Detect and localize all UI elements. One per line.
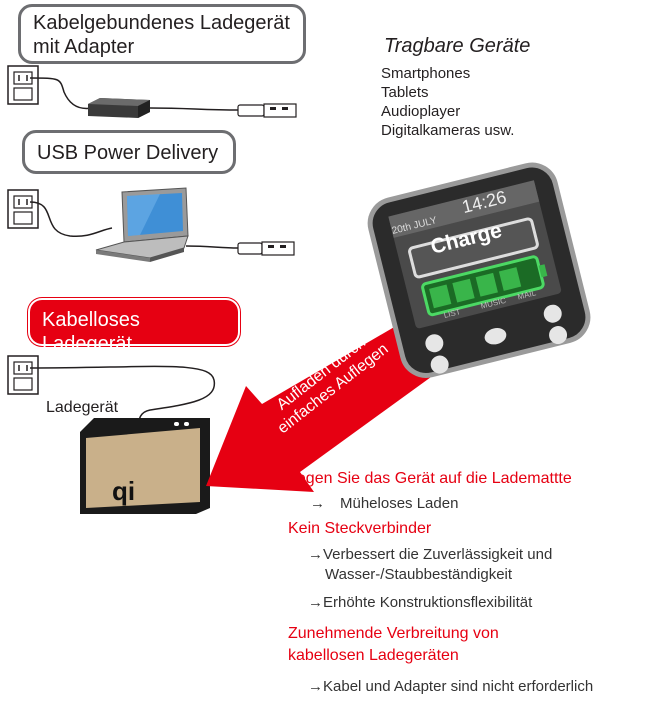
wired-title-line2: mit Adapter [33,36,135,58]
benefit-detail: Wasser-/Staubbeständigkeit [325,566,513,583]
charging-pad-icon: qi [80,418,210,514]
adapter-icon [88,98,150,118]
phone-menu-item: LIST [442,307,462,320]
phone-time: 14:26 [459,186,509,218]
wall-outlet-icon [7,189,39,229]
benefit-heading: Kein Steckverbinder [288,520,432,537]
benefit-heading: kabellosen Ladegeräten [288,647,459,664]
usb-title-text: USB Power Delivery [37,142,219,164]
portable-item: Audioplayer [381,103,461,120]
portable-item: Tablets [381,84,429,101]
phone-charge-label: Charge [428,218,505,259]
benefit-detail: →Erhöhte Konstruktionsflexibilität [308,594,533,611]
usb-plug-icon [237,103,297,118]
wall-outlet-icon [7,355,39,395]
smartphone-icon [367,162,591,378]
wireless-charger-title: Kabelloses Ladegerät [30,300,238,355]
cable [29,77,93,110]
usb-pd-title: USB Power Delivery [22,130,236,174]
wall-outlet-icon [7,65,39,105]
benefit-heading: Zunehmende Verbreitung von [288,625,499,642]
portable-item: Smartphones [381,65,471,82]
benefit-heading: Legen Sie das Gerät auf die Lademattte [288,470,572,487]
portable-item: Digitalkameras usw. [381,122,515,139]
laptop-icon [95,187,189,262]
benefit-detail: →Verbessert die Zuverlässigkeit und [308,546,553,563]
portable-devices-title: Tragbare Geräte [384,35,531,57]
wired-title-line1: Kabelgebundenes Ladegerät [33,12,290,34]
usb-plug-icon [237,241,295,256]
benefit-detail: →Kabel und Adapter sind nicht erforderli… [308,678,594,695]
benefit-detail: → Müheloses Laden [310,495,459,512]
wired-charger-title: Kabelgebundenes Ladegerät mit Adapter [18,4,306,64]
wireless-title-text: Kabelloses Ladegerät [42,309,140,355]
charger-label: Ladegerät [46,399,119,416]
svg-text:qi: qi [112,476,135,506]
